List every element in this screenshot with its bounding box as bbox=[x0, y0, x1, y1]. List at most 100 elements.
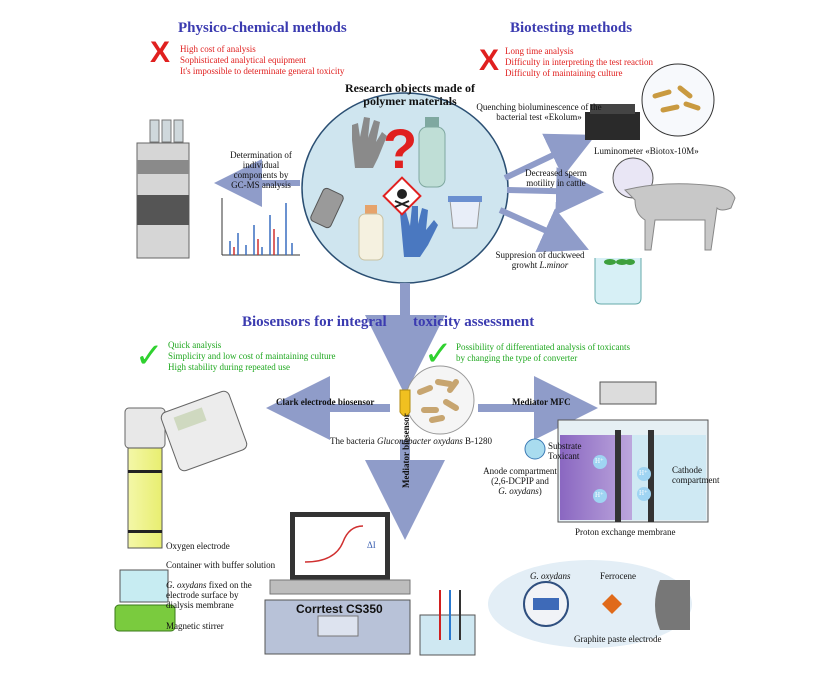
cathode-line: Cathode bbox=[672, 465, 702, 475]
potentiostat-icon bbox=[264, 599, 411, 655]
chromatogram-icon bbox=[221, 198, 300, 256]
yogurt-cup-icon bbox=[448, 196, 482, 229]
toxicant-text: Toxicant bbox=[548, 451, 580, 461]
physico-heading: Physico-chemical methods bbox=[178, 20, 347, 36]
biotesting-cons-list: Long time analysis Difficulty in interpr… bbox=[505, 46, 653, 79]
cow-icon bbox=[624, 183, 736, 251]
physico-cons-list: High cost of analysis Sophisticated anal… bbox=[180, 44, 344, 77]
proton-label: H⁺ bbox=[639, 469, 648, 477]
biosensors-heading-left: Biosensors for integral bbox=[242, 314, 387, 330]
substrate-text: Substrate bbox=[548, 441, 582, 451]
cathode-label: Cathode compartment bbox=[672, 465, 719, 485]
ekolum-line: Quenching bioluminescence of the bbox=[476, 102, 602, 112]
check-mark-icon: ✓ bbox=[135, 336, 164, 376]
question-mark-icon: ? bbox=[383, 117, 417, 180]
biosensors-heading-right: toxicity assessment bbox=[413, 314, 535, 330]
clark-meter-icon bbox=[160, 390, 248, 472]
substrate-label: Substrate Toxicant bbox=[548, 441, 582, 461]
delta-current-label: ΔI bbox=[367, 540, 376, 550]
check-mark-icon: ✓ bbox=[424, 334, 453, 374]
potentiostat-label: Corrtest CS350 bbox=[296, 602, 383, 616]
proton-label: H⁺ bbox=[595, 457, 604, 465]
gox-fixed-line: electrode surface by bbox=[166, 590, 239, 600]
gox-electrode-species: G. oxydans bbox=[530, 571, 571, 581]
pro-item: Possibility of differentiated analysis o… bbox=[456, 342, 631, 352]
anode-species: G. oxydans bbox=[498, 486, 539, 496]
bacteria-suffix: B-1280 bbox=[462, 436, 492, 446]
anode-label: Anode compartment (2,6-DCPIP and G. oxyd… bbox=[470, 466, 570, 496]
x-mark-icon: X bbox=[479, 44, 500, 77]
gox-fixed-label: G. oxydans fixed on the electrode surfac… bbox=[166, 580, 252, 610]
con-item: Difficulty of maintaining culture bbox=[505, 68, 623, 78]
bacteria-label: The bacteria Gluconobacter oxydans B-128… bbox=[330, 436, 492, 446]
pro-item: Simplicity and low cost of maintaining c… bbox=[168, 351, 336, 361]
gox-species: G. oxydans bbox=[166, 580, 207, 590]
con-item: Difficulty in interpreting the test reac… bbox=[505, 57, 654, 67]
pro-item: by changing the type of converter bbox=[456, 353, 578, 363]
bottle-icon bbox=[418, 117, 446, 188]
gox-rest: fixed on the bbox=[206, 580, 252, 590]
clark-flow-label: Clark electrode biosensor bbox=[276, 397, 375, 407]
con-item: Long time analysis bbox=[505, 46, 574, 56]
duckweed-species: L.minor bbox=[539, 260, 569, 270]
bacteria-luminescence-icon bbox=[641, 63, 715, 137]
gox-fixed-line: dialysis membrane bbox=[166, 600, 234, 610]
sperm-label: Decreased sperm motility in cattle bbox=[506, 168, 606, 188]
luminometer-icon bbox=[585, 104, 640, 140]
gloves-icon bbox=[352, 117, 438, 257]
center-title-line: polymer materials bbox=[363, 94, 457, 108]
anode-line: Anode compartment bbox=[483, 466, 557, 476]
con-item: High cost of analysis bbox=[180, 44, 256, 54]
sperm-line: Decreased sperm bbox=[525, 168, 587, 178]
duckweed-prefix: growht bbox=[511, 260, 540, 270]
gcms-line: components by bbox=[233, 170, 289, 180]
test-tube-icon bbox=[399, 389, 411, 417]
gcms-instrument-icon bbox=[136, 119, 190, 259]
con-item: It's impossible to determinate general t… bbox=[180, 66, 345, 76]
cathode-line: compartment bbox=[672, 475, 720, 485]
mfc-device bbox=[524, 381, 709, 523]
bacteria-prefix: The bacteria bbox=[330, 436, 377, 446]
gox-fixed-line: G. oxydans fixed on the bbox=[166, 580, 252, 590]
buffer-label: Container with buffer solution bbox=[166, 560, 276, 570]
gox-electrode-label: G. oxydans bbox=[530, 571, 571, 581]
pro-item: High stability during repeated use bbox=[168, 362, 290, 372]
gcms-line: GC-MS analysis bbox=[231, 180, 291, 190]
ferrocene-icon bbox=[602, 594, 622, 614]
membrane-label: Proton exchange membrane bbox=[575, 527, 676, 537]
pro-item: Quick analysis bbox=[168, 340, 222, 350]
ekolum-line: bacterial test «Ekolum» bbox=[496, 112, 582, 122]
laptop-icon bbox=[269, 512, 411, 595]
stirrer-label: Magnetic stirrer bbox=[166, 621, 224, 631]
duckweed-line: Suppresion of duckweed bbox=[495, 250, 585, 260]
ferrocene-label: Ferrocene bbox=[600, 571, 636, 581]
center-title-line: Research objects made of bbox=[344, 81, 476, 95]
duckweed-label: Suppresion of duckweed growht L.minor bbox=[490, 250, 590, 270]
electrochemical-cell-icon bbox=[419, 590, 476, 656]
phone-icon bbox=[310, 187, 344, 229]
electrode-block-icon bbox=[655, 580, 690, 630]
proton-label: H⁺ bbox=[639, 489, 648, 497]
electrode-schematic bbox=[488, 560, 692, 648]
biotesting-heading: Biotesting methods bbox=[510, 20, 633, 36]
biosensor-pros-left: Quick analysis Simplicity and low cost o… bbox=[168, 340, 335, 373]
bacteria-species: Gluconobacter oxydans bbox=[376, 436, 463, 446]
mediator-flow-label: Mediator biosensor bbox=[401, 413, 411, 488]
anode-line: G. oxydans) bbox=[470, 486, 570, 496]
baby-bottle-icon bbox=[358, 205, 384, 261]
graphite-label: Graphite paste electrode bbox=[574, 634, 662, 644]
hazard-icon bbox=[382, 176, 422, 216]
oxygen-electrode-label: Oxygen electrode bbox=[166, 541, 230, 551]
gcms-line: individual bbox=[242, 160, 280, 170]
con-item: Sophisticated analytical equipment bbox=[180, 55, 306, 65]
anode-line: (2,6-DCPIP and bbox=[491, 476, 549, 486]
mfc-flow-label: Mediator MFC bbox=[512, 397, 571, 407]
center-title: Research objects made of polymer materia… bbox=[320, 82, 500, 108]
gcms-label: Determination of individual components b… bbox=[220, 150, 302, 190]
luminometer-label: Luminometer «Biotox-10M» bbox=[594, 146, 699, 156]
gcms-line: Determination of bbox=[230, 150, 292, 160]
proton-label: H⁺ bbox=[595, 491, 604, 499]
ekolum-label: Quenching bioluminescence of the bacteri… bbox=[474, 102, 604, 122]
duckweed-icon bbox=[594, 258, 642, 305]
